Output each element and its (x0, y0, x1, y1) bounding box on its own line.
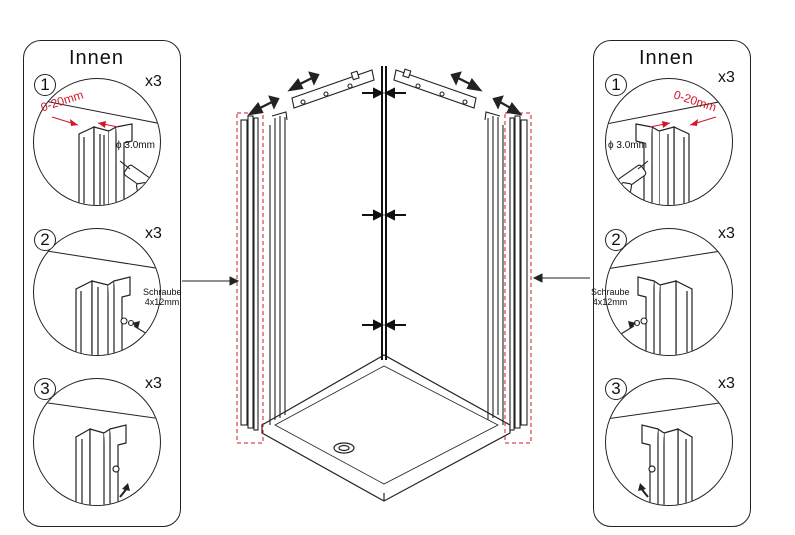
left-step1-illustration (34, 98, 160, 205)
left-panel-title: Innen (69, 47, 125, 69)
left-wall-profile (240, 115, 259, 431)
right-step2-screw-label: Schraube 4x12mm (591, 287, 630, 307)
left-step2-screw-label: Schraube 4x12mm (143, 287, 182, 307)
right-step1-circle (605, 78, 733, 206)
left-step3-number: 3 (34, 378, 56, 400)
right-step1-illustration (606, 98, 732, 205)
right-step3-quantity: x3 (718, 375, 735, 392)
right-door-panel (484, 111, 504, 425)
left-step2-circle (33, 228, 161, 356)
right-step2-circle (605, 228, 733, 356)
top-rail-left (291, 69, 375, 109)
left-step1-quantity: x3 (145, 73, 162, 90)
right-step2-quantity: x3 (718, 225, 735, 242)
corner-post (381, 66, 387, 360)
shower-tray (260, 354, 512, 502)
left-step2-quantity: x3 (145, 225, 162, 242)
right-step3-illustration (606, 400, 732, 505)
left-step1-number: 1 (34, 74, 56, 96)
left-profile-highlight (236, 112, 264, 444)
right-step2-number: 2 (605, 229, 627, 251)
left-door-panel (269, 111, 288, 425)
left-step3-illustration (34, 400, 160, 505)
right-step3-circle (605, 378, 733, 506)
corner-clamp-arrows (362, 87, 406, 331)
right-panel-title: Innen (639, 47, 695, 69)
left-step2-number: 2 (34, 229, 56, 251)
top-adjust-arrows (247, 71, 523, 116)
right-step1-number: 1 (605, 74, 627, 96)
right-step1-drill-diameter: ϕ 3.0mm (608, 140, 647, 151)
right-wall-profile (509, 115, 528, 431)
right-step2-illustration (606, 248, 732, 355)
left-step2-illustration (34, 248, 160, 355)
left-pointer-arrow (182, 276, 240, 286)
left-step1-circle (33, 78, 161, 206)
right-pointer-arrow (532, 273, 590, 283)
right-step1-quantity: x3 (718, 69, 735, 86)
right-step3-number: 3 (605, 378, 627, 400)
right-profile-highlight (504, 112, 532, 444)
left-step3-circle (33, 378, 161, 506)
left-step3-quantity: x3 (145, 375, 162, 392)
top-rail-right (393, 68, 477, 109)
left-step1-drill-diameter: ϕ 3.0mm (116, 140, 155, 151)
